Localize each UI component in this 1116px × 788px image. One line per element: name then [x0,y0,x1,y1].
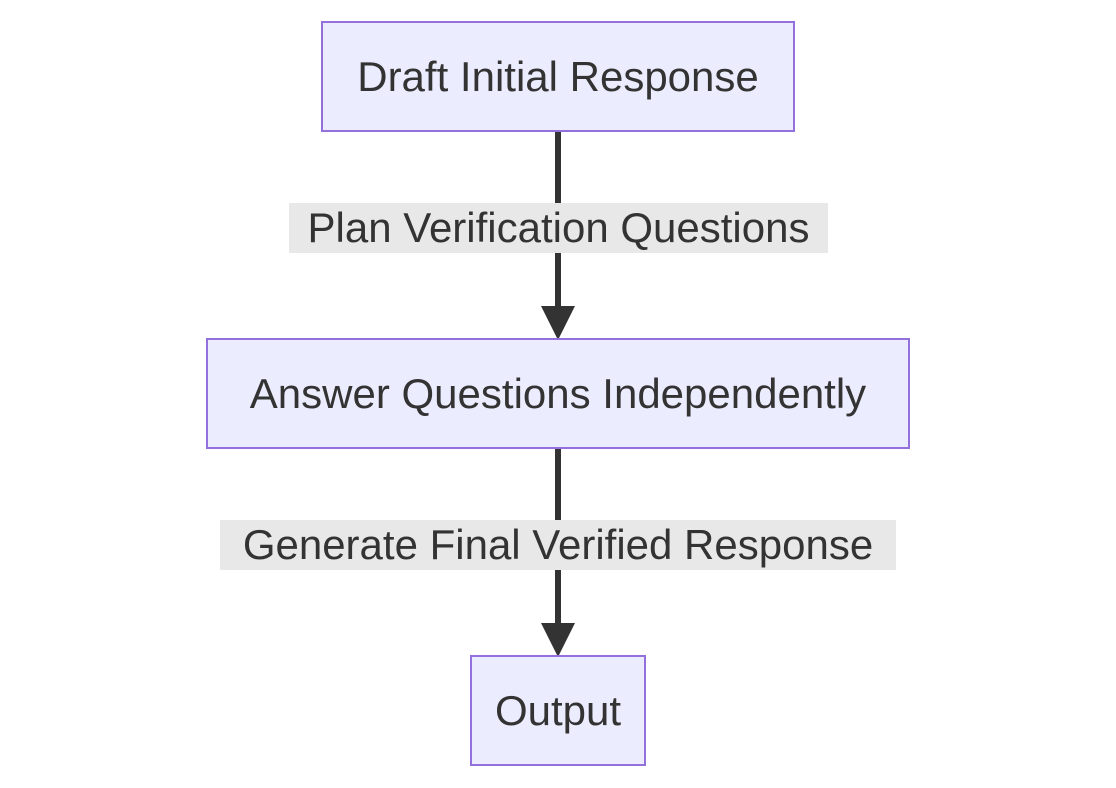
edge-label-plan-verification-questions: Plan Verification Questions [289,203,828,253]
node-draft-initial-response: Draft Initial Response [321,21,795,132]
arrowhead-answer-to-output [541,623,575,657]
arrowhead-draft-to-answer [541,306,575,340]
edge-label-generate-final-verified-response: Generate Final Verified Response [220,520,896,570]
node-output: Output [470,655,646,766]
node-answer-questions-independently: Answer Questions Independently [206,338,910,449]
